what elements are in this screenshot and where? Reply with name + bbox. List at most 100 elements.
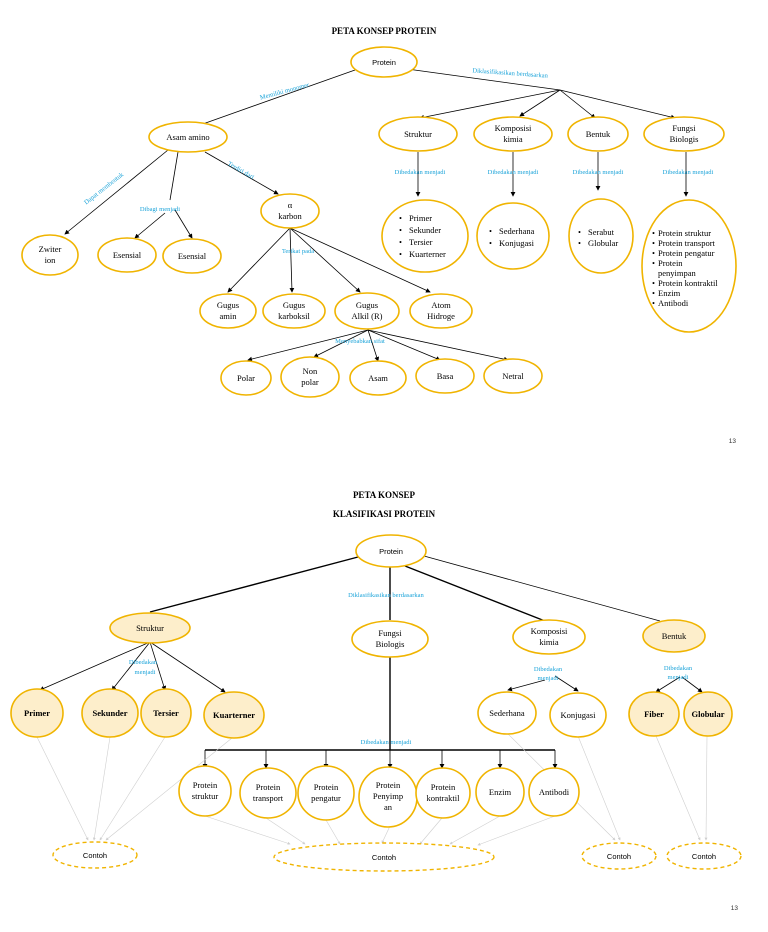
svg-text:•: •: [399, 237, 402, 247]
svg-text:Gugus: Gugus: [356, 300, 378, 310]
svg-text:Komposisi: Komposisi: [495, 123, 532, 133]
svg-text:Non: Non: [303, 366, 318, 376]
svg-text:Asam: Asam: [368, 373, 388, 383]
edge-to-gugus-karboksil: [289, 227, 295, 293]
svg-text:an: an: [384, 802, 393, 812]
edge-to-komposisi: [519, 89, 561, 117]
label-dibagi-menjadi: Dibagi menjadi: [140, 206, 180, 213]
node-polar: Polar: [220, 360, 272, 396]
svg-text:Sederhana: Sederhana: [499, 226, 535, 236]
svg-text:Konjugasi: Konjugasi: [499, 238, 535, 248]
svg-text:Protein pengatur: Protein pengatur: [658, 248, 715, 258]
edge-to-zwiter: [64, 149, 169, 235]
svg-text:Basa: Basa: [437, 371, 454, 381]
edge-pk-contoh: [419, 817, 443, 845]
svg-text:Konjugasi: Konjugasi: [561, 710, 597, 720]
svg-text:Esensial: Esensial: [178, 251, 207, 261]
edge-asam-split: [169, 151, 179, 201]
svg-text:Antibodi: Antibodi: [539, 787, 570, 797]
edge-ps-contoh: [204, 815, 291, 845]
svg-text:•: •: [399, 249, 402, 259]
node-p2-kuarterner: Kuarterner: [203, 691, 265, 739]
svg-text:Struktur: Struktur: [136, 623, 164, 633]
node-p2-protein-kontraktil: Protein kontraktil: [415, 767, 471, 819]
svg-text:•: •: [489, 238, 492, 248]
edge-globular-contoh: [704, 735, 708, 841]
node-fungsi: Fungsi Biologis: [643, 116, 725, 152]
svg-text:Biologis: Biologis: [670, 134, 699, 144]
svg-text:Protein: Protein: [314, 782, 339, 792]
svg-text:Bentuk: Bentuk: [586, 129, 611, 139]
node-fungsi-list: •Protein struktur •Protein transport •Pr…: [641, 199, 737, 333]
svg-text:polar: polar: [301, 377, 319, 387]
edge-kuarterner-contoh: [105, 737, 233, 841]
node-p2-komposisi: Komposisi kimia: [512, 619, 586, 655]
edge-protein-classify: [399, 67, 561, 91]
svg-text:Gugus: Gugus: [283, 300, 305, 310]
node-p2-struktur: Struktur: [109, 612, 191, 644]
svg-text:Contoh: Contoh: [692, 852, 716, 861]
node-atom-hidroge: Atom Hidroge: [409, 293, 473, 329]
svg-text:Protein kontraktil: Protein kontraktil: [658, 278, 718, 288]
svg-text:•: •: [489, 226, 492, 236]
svg-text:kimia: kimia: [503, 134, 523, 144]
edge-konjugasi-contoh: [577, 735, 621, 841]
page-2-title-line2: KLASIFIKASI PROTEIN: [333, 509, 436, 519]
edge-to-atom-hidroge: [289, 227, 431, 293]
svg-text:Netral: Netral: [502, 371, 524, 381]
node-p2-bentuk: Bentuk: [642, 619, 706, 653]
svg-text:Tersier: Tersier: [409, 237, 433, 247]
svg-text:Globular: Globular: [588, 238, 618, 248]
edge-bentuk-globular: [681, 676, 703, 693]
node-bentuk: Bentuk: [567, 116, 629, 152]
svg-text:kontraktil: kontraktil: [426, 793, 460, 803]
page-1-edges: [64, 67, 689, 362]
node-komposisi: Komposisi kimia: [473, 116, 553, 152]
node-non-polar: Non polar: [280, 356, 340, 398]
svg-text:Atom: Atom: [431, 300, 451, 310]
label-menyebabkan-sifat: Menyebabkan sifat: [335, 338, 385, 345]
label-dibedakan-bentuk: Dibedakan menjadi: [573, 169, 624, 176]
edge-komposisi-konjugasi: [554, 675, 579, 692]
label-dibedakan-struktur: Dibedakan menjadi: [395, 169, 446, 176]
edge-primer-contoh: [36, 736, 89, 841]
node-p2-konjugasi: Konjugasi: [549, 692, 607, 738]
node-asam-amino: Asam amino: [148, 121, 228, 153]
svg-text:Sekunder: Sekunder: [93, 708, 128, 718]
svg-text:Fiber: Fiber: [644, 709, 664, 719]
node-struktur-list: •Primer •Sekunder •Tersier •Kuarterner: [381, 199, 469, 273]
svg-text:•: •: [652, 288, 655, 298]
node-p2-sederhana: Sederhana: [477, 691, 537, 735]
page-1-title: PETA KONSEP PROTEIN: [332, 26, 437, 36]
svg-text:Hidroge: Hidroge: [427, 311, 455, 321]
page-1: PETA KONSEP PROTEIN: [21, 26, 737, 445]
label-terikat-pada: Terikat pada: [282, 248, 314, 255]
node-p2-sekunder: Sekunder: [81, 688, 139, 738]
edge-sekunder-contoh: [92, 736, 111, 841]
svg-text:Protein: Protein: [376, 780, 401, 790]
page-2-title-line1: PETA KONSEP: [353, 490, 416, 500]
node-esensial-2: Esensial: [162, 238, 222, 274]
edge-to-esensial2: [174, 209, 193, 239]
svg-text:•: •: [399, 225, 402, 235]
node-p2-protein-penyimpan: Protein Penyimp an: [358, 766, 418, 828]
node-gugus-alkil: Gugus Alkil (R): [334, 292, 400, 330]
edge-to-gugus-amin: [227, 227, 291, 293]
node-gugus-amin: Gugus amin: [199, 293, 257, 329]
node-komposisi-list: • Sederhana • Konjugasi: [476, 202, 550, 270]
node-p2-fungsi: Fungsi Biologis: [351, 620, 429, 658]
edge-to-fungsi: [559, 89, 676, 120]
svg-text:Protein struktur: Protein struktur: [658, 228, 711, 238]
edge-enzim-contoh: [449, 815, 501, 845]
svg-text:Contoh: Contoh: [607, 852, 631, 861]
label-memiliki-monomer: Memiliki monomer: [259, 81, 311, 101]
label-dapat-membentuk: Dapat membentuk: [83, 171, 126, 206]
svg-text:•: •: [652, 298, 655, 308]
svg-text:•: •: [652, 228, 655, 238]
svg-text:karbon: karbon: [278, 211, 302, 221]
page-2-edges: [36, 555, 708, 846]
svg-text:Enzim: Enzim: [658, 288, 681, 298]
svg-text:•: •: [399, 213, 402, 223]
edge-struktur-sekunder: [111, 641, 151, 691]
